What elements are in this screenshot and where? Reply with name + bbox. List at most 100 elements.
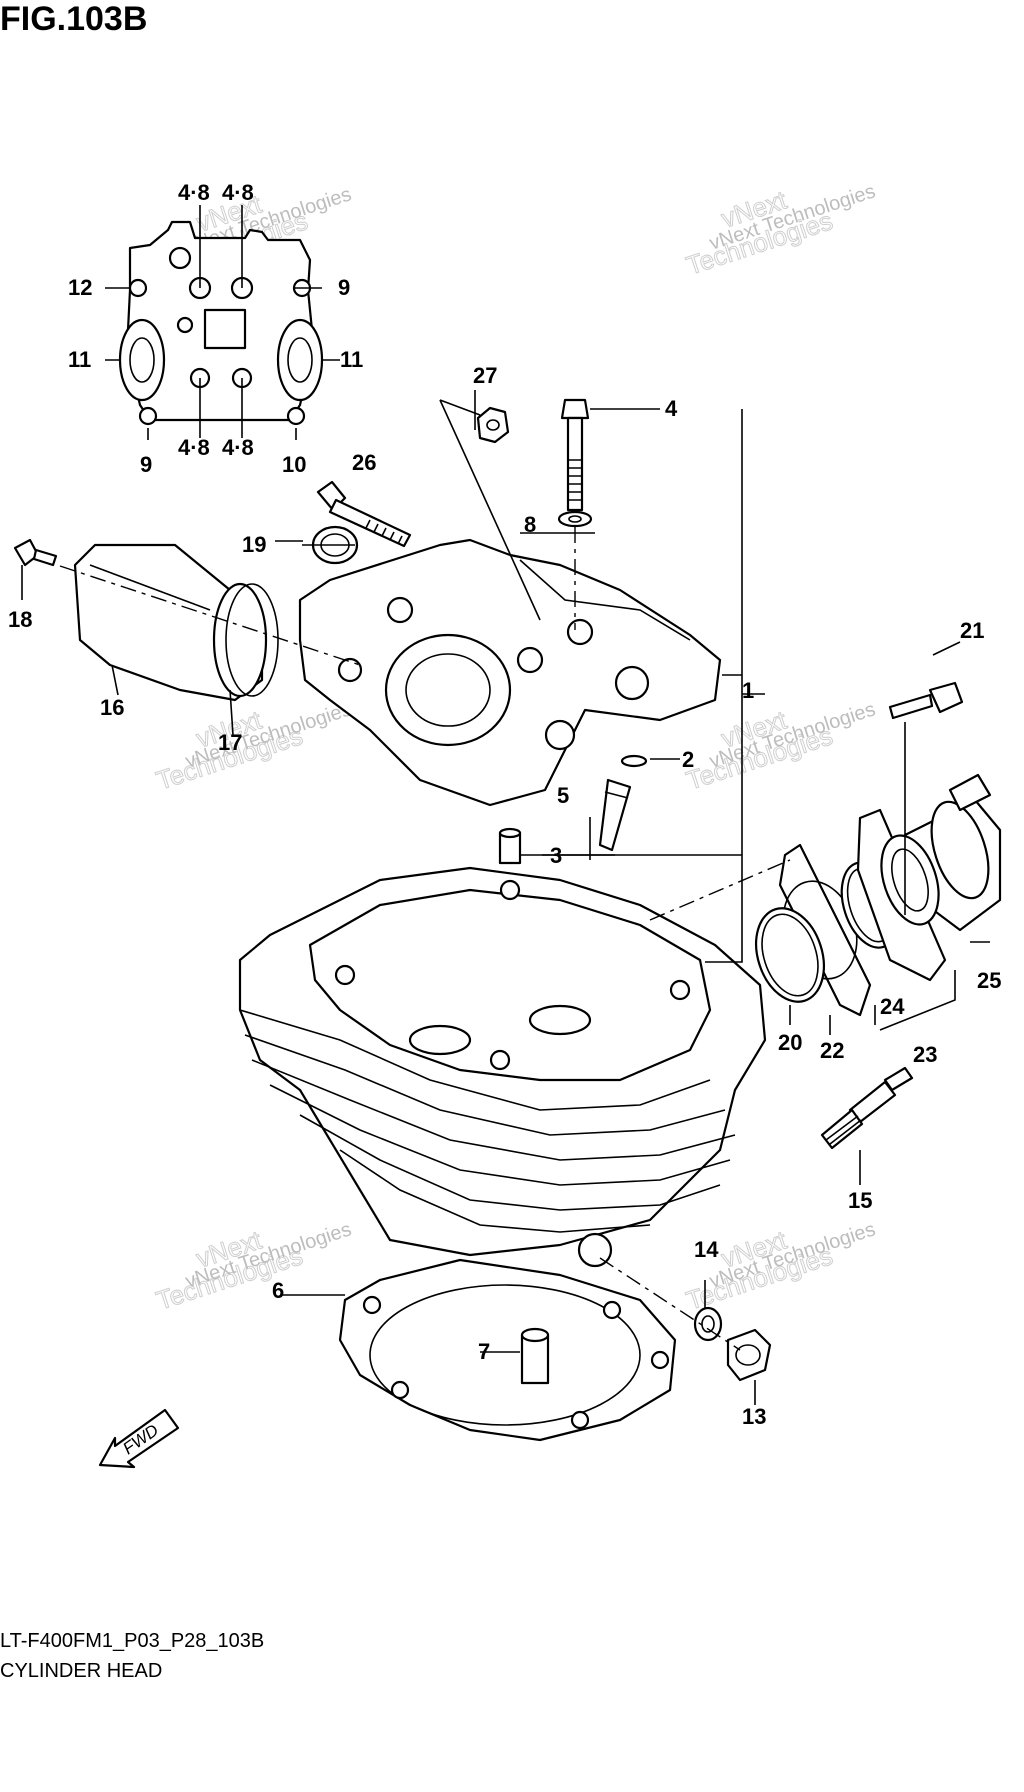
callout-27: 27 bbox=[473, 363, 497, 388]
bolt-18 bbox=[13, 538, 58, 567]
o-ring-2 bbox=[620, 754, 648, 768]
callout-4: 4 bbox=[665, 396, 678, 421]
callout-7: 7 bbox=[478, 1339, 490, 1364]
callout-11: 11 bbox=[68, 347, 91, 372]
gasket-hole bbox=[390, 1380, 410, 1400]
clamp-25 bbox=[930, 773, 992, 900]
callout-15: 15 bbox=[848, 1188, 872, 1213]
callout-4-8: 4·8 bbox=[178, 435, 210, 460]
cover-bolt-boss bbox=[544, 719, 576, 751]
leader-27 bbox=[439, 399, 541, 621]
gasket-hole bbox=[602, 1300, 622, 1320]
cover-bolt-boss bbox=[566, 618, 594, 646]
valve-guide-5 bbox=[598, 778, 632, 852]
callout-25: 25 bbox=[977, 968, 1001, 993]
watermark-bottom-left: vNext Technologies vNext Technologies bbox=[152, 1218, 354, 1316]
callout-4-8: 4·8 bbox=[222, 180, 254, 205]
nut-27 bbox=[476, 406, 510, 444]
callout-9: 9 bbox=[338, 275, 350, 300]
callout-23: 23 bbox=[913, 1042, 937, 1067]
bolt-26 bbox=[316, 480, 412, 548]
oil-port bbox=[577, 1232, 613, 1268]
cover-bolt-boss bbox=[516, 646, 544, 674]
callout-5: 5 bbox=[557, 783, 569, 808]
callout-22: 22 bbox=[820, 1038, 844, 1063]
callout-20: 20 bbox=[778, 1030, 802, 1055]
callout-8: 8 bbox=[524, 512, 536, 537]
inset-bolt-hole bbox=[138, 406, 158, 426]
valve-pocket bbox=[408, 1024, 472, 1056]
dowel-pin-7 bbox=[520, 1327, 550, 1385]
watermark-top-right: vNext Technologies vNext Technologies bbox=[682, 180, 878, 281]
callout-2: 2 bbox=[682, 747, 694, 772]
bolt-pattern-inset: 4·8 4·8 4·8 4·8 12 9 11 11 9 10 bbox=[68, 180, 363, 477]
center-line bbox=[59, 565, 361, 666]
figure-code: LT-F400FM1_P03_P28_103B bbox=[0, 1630, 265, 1652]
head-cover bbox=[298, 538, 722, 807]
figure-name: CYLINDER HEAD bbox=[0, 1660, 163, 1682]
inset-bolt-hole bbox=[286, 406, 306, 426]
cover-bolt-boss bbox=[337, 657, 363, 683]
inset-bolt-hole bbox=[128, 278, 148, 298]
o-ring-20 bbox=[755, 907, 825, 1003]
callout-10: 10 bbox=[282, 452, 306, 477]
figure-title: FIG.103B bbox=[0, 0, 148, 38]
bolt-21 bbox=[888, 681, 964, 720]
leader-lines bbox=[280, 390, 990, 1405]
head-gasket-6 bbox=[338, 1258, 677, 1442]
fwd-arrow-icon: FWD bbox=[98, 1408, 180, 1469]
callout-13: 13 bbox=[742, 1404, 766, 1429]
callout-9: 9 bbox=[140, 452, 152, 477]
watermark-mid-right: vNext Technologies vNext Technologies bbox=[682, 698, 878, 796]
side-cover-16 bbox=[73, 543, 268, 702]
callout-19: 19 bbox=[242, 532, 266, 557]
watermark-mid-left: vNext Technologies vNext Technologies bbox=[152, 698, 354, 796]
gasket-17 bbox=[225, 583, 279, 697]
head-bolt-hole bbox=[499, 879, 521, 901]
callout-6: 6 bbox=[272, 1278, 284, 1303]
valve-pocket bbox=[528, 1004, 592, 1036]
callout-24: 24 bbox=[880, 994, 905, 1019]
gasket-hole bbox=[362, 1295, 382, 1315]
callout-14: 14 bbox=[694, 1237, 719, 1262]
callout-4-8: 4·8 bbox=[222, 435, 254, 460]
center-line bbox=[599, 1257, 741, 1351]
callout-21: 21 bbox=[960, 618, 984, 643]
callout-1: 1 bbox=[742, 678, 754, 703]
gasket-hole bbox=[650, 1350, 670, 1370]
bolt-4 bbox=[560, 398, 590, 512]
washer-14 bbox=[693, 1306, 723, 1342]
cover-bolt-boss bbox=[386, 596, 414, 624]
cover-bolt-boss bbox=[614, 665, 650, 701]
head-bolt-hole bbox=[334, 964, 356, 986]
callout-12: 12 bbox=[68, 275, 92, 300]
inset-port-left bbox=[118, 318, 166, 402]
head-bolt-hole bbox=[489, 1049, 511, 1071]
center-line bbox=[649, 859, 791, 921]
callout-26: 26 bbox=[352, 450, 376, 475]
plug-13 bbox=[726, 1328, 772, 1382]
callout-17: 17 bbox=[218, 730, 242, 755]
head-cover-body bbox=[298, 538, 722, 807]
gasket-hole bbox=[570, 1410, 590, 1430]
dowel-pin-3 bbox=[498, 827, 522, 865]
cylinder-head bbox=[238, 866, 767, 1268]
inset-bolt-hole bbox=[176, 316, 194, 334]
cylinder-head-top bbox=[308, 888, 712, 1082]
callout-16: 16 bbox=[100, 695, 124, 720]
callout-3: 3 bbox=[550, 843, 562, 868]
inset-center-block bbox=[203, 308, 247, 350]
head-bolt-hole bbox=[669, 979, 691, 1001]
inset-bolt-hole bbox=[168, 246, 192, 270]
spark-plug-15 bbox=[820, 1066, 914, 1150]
callout-18: 18 bbox=[8, 607, 32, 632]
callout-labels: 1 2 3 4 5 6 7 8 13 14 15 16 17 18 19 20 … bbox=[8, 363, 1001, 1429]
inset-port-right bbox=[276, 318, 324, 402]
watermark-bottom-right: vNext Technologies vNext Technologies bbox=[682, 1218, 878, 1316]
callout-4-8: 4·8 bbox=[178, 180, 210, 205]
gasket-outline bbox=[338, 1258, 677, 1442]
head-cover-port bbox=[384, 633, 512, 747]
callout-11: 11 bbox=[340, 347, 363, 372]
washer-8 bbox=[557, 510, 593, 528]
